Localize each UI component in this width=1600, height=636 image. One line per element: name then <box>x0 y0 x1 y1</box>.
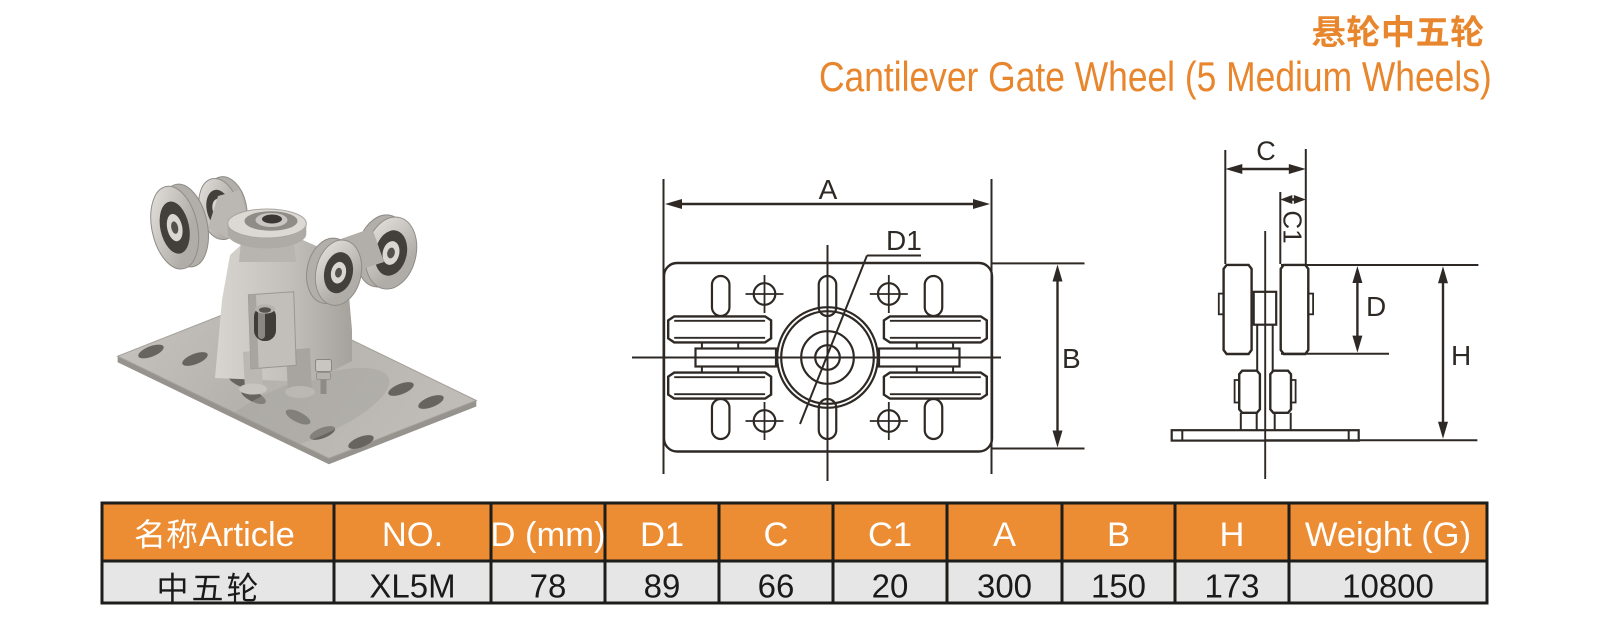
svg-text:D (mm): D (mm) <box>491 516 606 554</box>
svg-text:H: H <box>1220 516 1245 554</box>
svg-text:D1: D1 <box>886 225 922 256</box>
svg-text:20: 20 <box>872 568 909 605</box>
svg-text:10800: 10800 <box>1342 568 1434 605</box>
svg-text:C1: C1 <box>1278 210 1308 243</box>
svg-text:XL5M: XL5M <box>369 568 455 605</box>
svg-text:78: 78 <box>530 568 567 605</box>
svg-text:150: 150 <box>1091 568 1146 605</box>
svg-text:C: C <box>1256 136 1276 166</box>
svg-text:D1: D1 <box>640 516 684 554</box>
svg-text:NO.: NO. <box>382 516 443 554</box>
svg-text:B: B <box>1107 516 1130 554</box>
svg-text:Weight (G): Weight (G) <box>1305 516 1471 554</box>
svg-text:A: A <box>819 174 838 205</box>
svg-text:300: 300 <box>977 568 1032 605</box>
svg-text:Cantilever Gate Wheel (5 Mediu: Cantilever Gate Wheel (5 Medium Wheels) <box>819 54 1492 100</box>
svg-text:H: H <box>1451 340 1471 371</box>
svg-text:A: A <box>993 516 1016 554</box>
svg-text:173: 173 <box>1204 568 1259 605</box>
svg-text:Article: Article <box>199 516 295 554</box>
svg-text:B: B <box>1062 343 1081 374</box>
svg-text:89: 89 <box>644 568 681 605</box>
svg-text:C1: C1 <box>868 516 912 554</box>
svg-text:C: C <box>764 516 789 554</box>
svg-text:66: 66 <box>758 568 795 605</box>
svg-text:D: D <box>1366 291 1386 322</box>
